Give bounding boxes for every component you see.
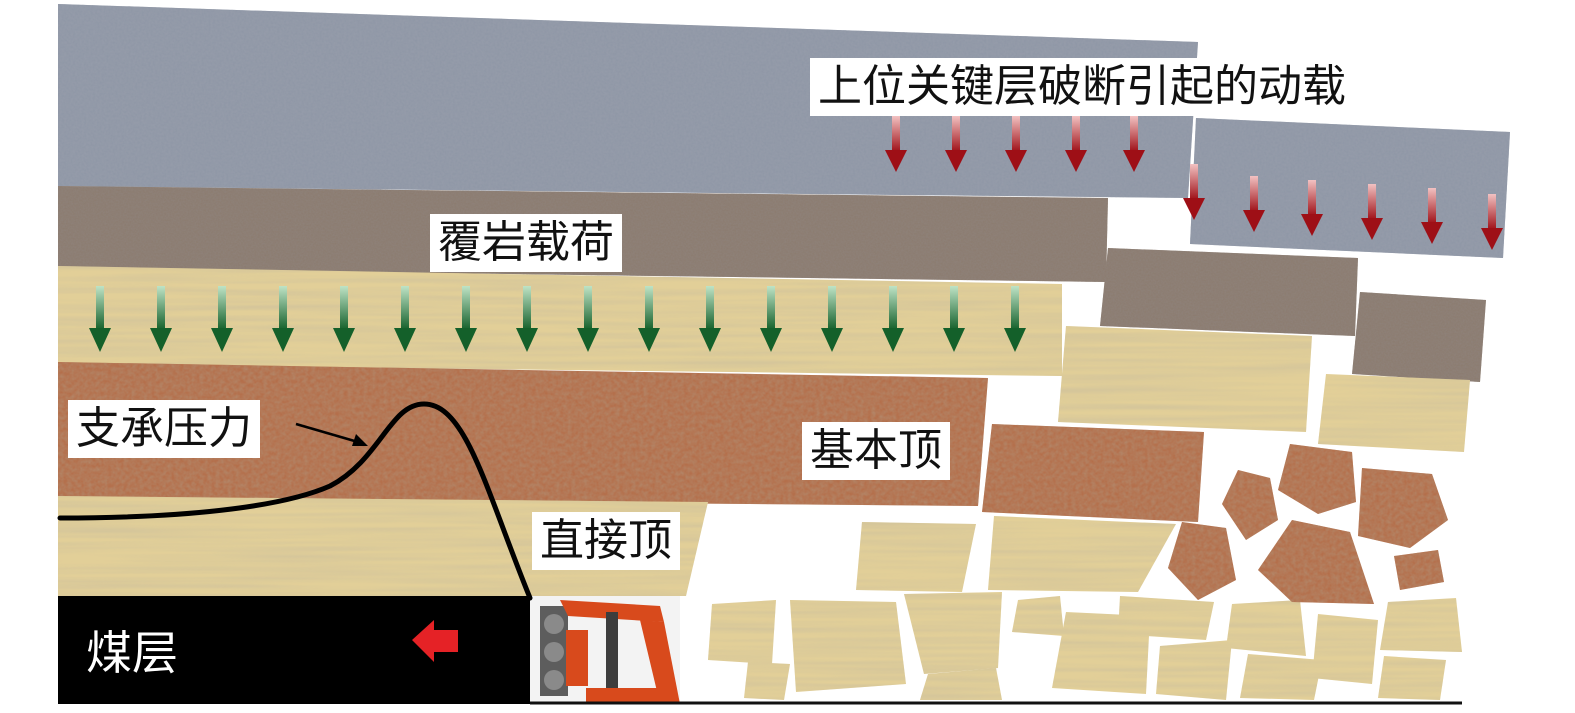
- goaf-caved-main-roof: [1168, 444, 1448, 604]
- immediate-roof-label: 直接顶: [532, 512, 680, 570]
- overburden-load-label: 覆岩载荷: [430, 214, 622, 272]
- hydraulic-support-icon: [530, 596, 680, 704]
- coal-seam-label: 煤层: [78, 624, 186, 682]
- main-roof-label: 基本顶: [802, 422, 950, 480]
- dynamic-load-label: 上位关键层破断引起的动载: [810, 58, 1354, 116]
- abutment-pressure-label: 支承压力: [68, 400, 260, 458]
